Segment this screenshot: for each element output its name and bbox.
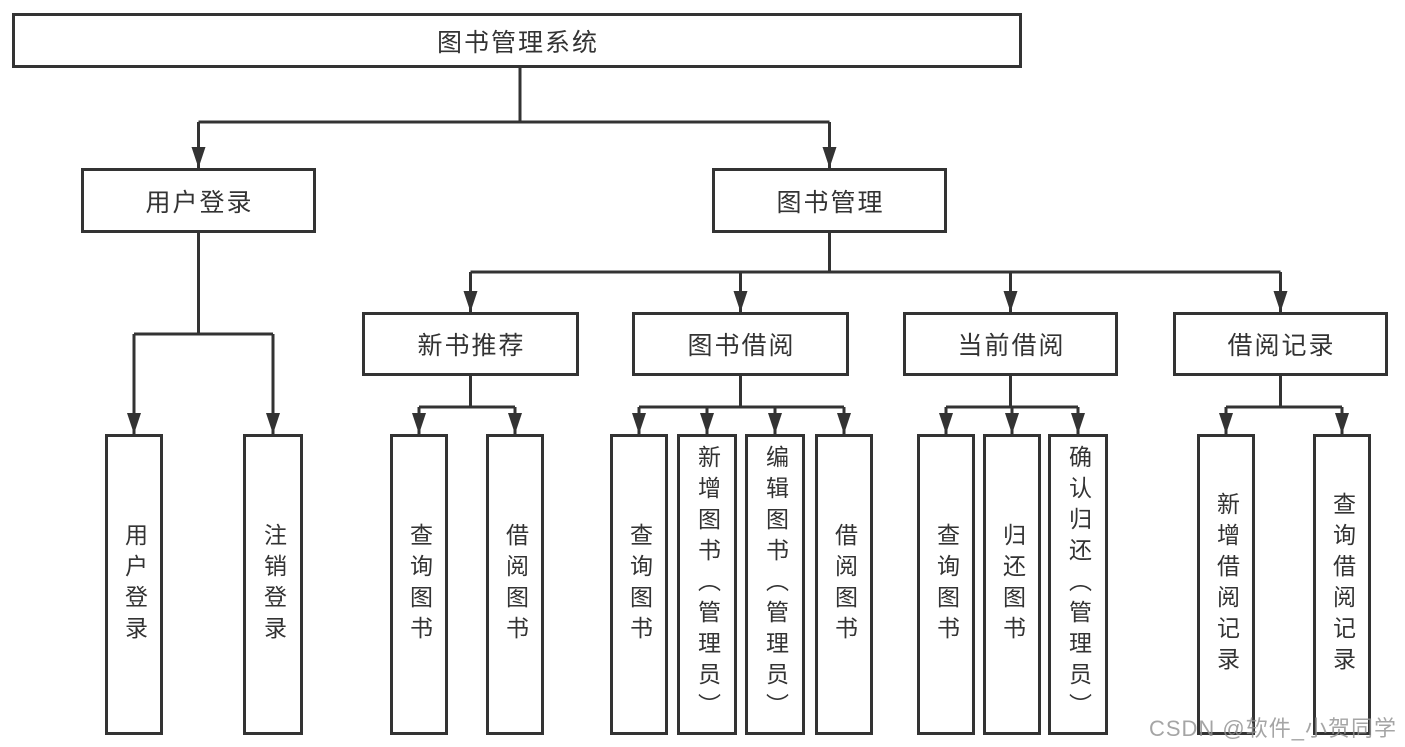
leaf-query-borrow-record: 查询借阅记录 xyxy=(1313,434,1371,735)
leaf-borrow-books-borrowing: 借阅图书 xyxy=(815,434,873,735)
node-label: 确认归还（管理员） xyxy=(1065,445,1092,724)
node-label: 新增图书（管理员） xyxy=(694,445,721,724)
leaf-add-books-admin: 新增图书（管理员） xyxy=(677,434,737,735)
node-label: 新增借阅记录 xyxy=(1213,491,1240,678)
node-new-book-recommendation: 新书推荐 xyxy=(362,312,579,376)
leaf-add-borrow-record: 新增借阅记录 xyxy=(1197,434,1255,735)
node-label: 查询图书 xyxy=(626,522,653,647)
leaf-return-books: 归还图书 xyxy=(983,434,1041,735)
leaf-query-books-current: 查询图书 xyxy=(917,434,975,735)
node-label: 查询图书 xyxy=(406,522,433,647)
node-library-system: 图书管理系统 xyxy=(12,13,1022,68)
node-label: 借阅图书 xyxy=(502,522,529,647)
node-label: 图书管理系统 xyxy=(436,28,599,57)
node-label: 借阅记录 xyxy=(1227,332,1336,360)
leaf-query-books-recommend: 查询图书 xyxy=(390,434,448,735)
node-book-management: 图书管理 xyxy=(712,168,947,233)
node-borrowing-records: 借阅记录 xyxy=(1173,312,1388,376)
connector-trunks xyxy=(134,67,1342,409)
leaf-user-login: 用户登录 xyxy=(105,434,163,735)
node-label: 编辑图书（管理员） xyxy=(762,445,789,724)
leaf-edit-books-admin: 编辑图书（管理员） xyxy=(745,434,805,735)
watermark-text: CSDN @软件_小贺同学 xyxy=(1148,716,1397,741)
node-label: 图书借阅 xyxy=(687,332,796,360)
leaf-confirm-return-admin: 确认归还（管理员） xyxy=(1048,434,1108,735)
node-book-borrowing: 图书借阅 xyxy=(632,312,849,376)
node-label: 图书管理 xyxy=(776,188,885,217)
connector-arrows xyxy=(127,122,1349,434)
node-label: 归还图书 xyxy=(999,522,1026,647)
node-user-login: 用户登录 xyxy=(81,168,316,233)
node-label: 新书推荐 xyxy=(417,332,526,360)
node-label: 用户登录 xyxy=(145,188,254,217)
node-label: 用户登录 xyxy=(121,522,148,647)
node-label: 查询借阅记录 xyxy=(1329,491,1356,678)
node-label: 注销登录 xyxy=(260,522,287,647)
leaf-logout: 注销登录 xyxy=(243,434,303,735)
node-label: 借阅图书 xyxy=(831,522,858,647)
node-label: 查询图书 xyxy=(933,522,960,647)
node-label: 当前借阅 xyxy=(957,332,1066,360)
node-current-borrowing: 当前借阅 xyxy=(903,312,1118,376)
leaf-query-books-borrowing: 查询图书 xyxy=(610,434,668,735)
leaf-borrow-books-recommend: 借阅图书 xyxy=(486,434,544,735)
